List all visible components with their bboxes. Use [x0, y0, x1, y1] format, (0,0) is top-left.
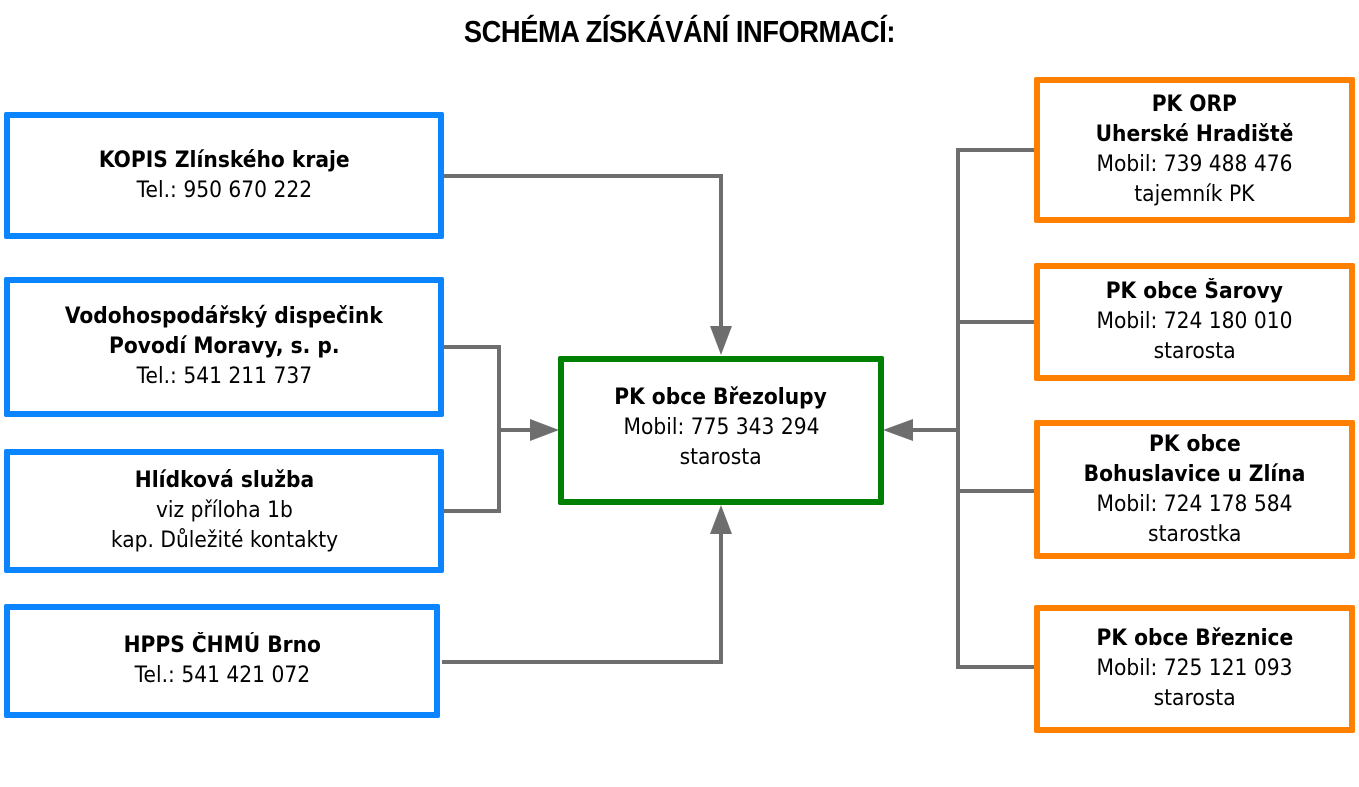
neighbor-role: starostka [1147, 521, 1242, 547]
source-detail-line2: kap. Důležité kontakty [110, 528, 338, 553]
connector-hpps [442, 533, 723, 664]
neighbor-role: starosta [1153, 686, 1236, 711]
connector-vodohospodarsky [442, 345, 501, 513]
arrowhead-bottom [710, 505, 732, 534]
neighbor-name: PK obce Březnice [1096, 626, 1293, 651]
center-box-brezolupy: PK obce Březolupy Mobil: 775 343 294 sta… [558, 356, 884, 505]
neighbor-box-sarovy: PK obce Šarovy Mobil: 724 180 010 staros… [1034, 263, 1355, 381]
source-box-hpps: HPPS ČHMÚ Brno Tel.: 541 421 072 [4, 604, 440, 718]
source-phone: Tel.: 541 211 737 [136, 364, 312, 389]
neighbor-name-line2: Uherské Hradiště [1095, 122, 1294, 147]
arrowhead-left [530, 419, 559, 441]
source-box-kopis: KOPIS Zlínského kraje Tel.: 950 670 222 [4, 112, 444, 239]
neighbor-phone: Mobil: 739 488 476 [1096, 152, 1293, 177]
neighbor-box-breznice: PK obce Březnice Mobil: 725 121 093 star… [1034, 605, 1355, 733]
neighbor-box-orp-uh: PK ORP Uherské Hradiště Mobil: 739 488 4… [1034, 77, 1355, 223]
center-name: PK obce Březolupy [614, 385, 828, 410]
source-name: Hlídková služba [134, 468, 314, 493]
source-detail: viz příloha 1b [155, 498, 293, 523]
connector-kopis [442, 174, 723, 328]
source-name-line2: Povodí Moravy, s. p. [108, 334, 340, 359]
arrowhead-top [710, 326, 732, 355]
source-box-vodohospodarsky: Vodohospodářský dispečink Povodí Moravy,… [4, 277, 444, 417]
neighbor-name-line2: Bohuslavice u Zlína [1083, 461, 1306, 487]
center-role: starosta [679, 445, 763, 470]
neighbor-name: PK ORP [1151, 92, 1238, 117]
neighbor-role: tajemník PK [1134, 182, 1255, 207]
neighbor-name: PK obce Šarovy [1105, 279, 1284, 304]
neighbor-phone: Mobil: 725 121 093 [1096, 656, 1293, 681]
neighbor-phone: Mobil: 724 178 584 [1096, 491, 1293, 517]
neighbor-phone: Mobil: 724 180 010 [1096, 309, 1293, 334]
neighbor-box-bohuslavice: PK obce Bohuslavice u Zlína Mobil: 724 1… [1034, 420, 1355, 559]
source-name: HPPS ČHMÚ Brno [123, 633, 321, 658]
neighbor-name: PK obce [1148, 431, 1241, 457]
neighbor-role: starosta [1153, 339, 1236, 364]
source-phone: Tel.: 950 670 222 [136, 177, 312, 203]
connector-right-bus [956, 148, 1036, 669]
source-phone: Tel.: 541 421 072 [134, 663, 310, 688]
center-phone: Mobil: 775 343 294 [623, 415, 819, 440]
diagram-title: SCHÉMA ZÍSKÁVÁNÍ INFORMACÍ: [463, 14, 896, 49]
source-name: Vodohospodářský dispečink [64, 304, 383, 329]
source-name: KOPIS Zlínského kraje [98, 147, 350, 173]
arrowhead-right [883, 419, 913, 441]
source-box-hlidkova: Hlídková služba viz příloha 1b kap. Důle… [4, 449, 444, 573]
